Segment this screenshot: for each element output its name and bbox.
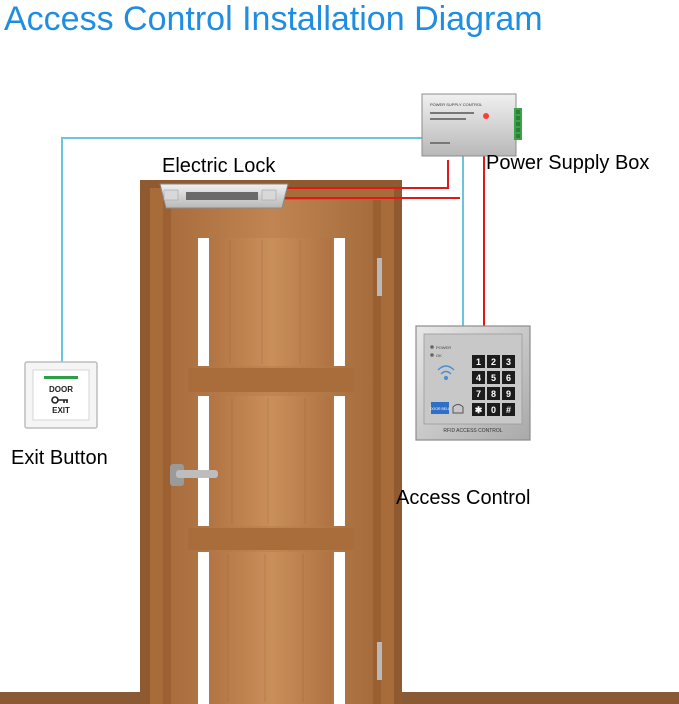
power-box-header: POWER SUPPLY CONTROL (430, 102, 483, 107)
door-glass-slit (334, 552, 345, 704)
door-hinge (377, 258, 382, 296)
door-handle (170, 464, 218, 486)
keypad-key-label: 7 (476, 389, 481, 399)
keypad-key (472, 355, 485, 368)
exit-led-strip (44, 376, 78, 379)
key-icon (51, 396, 68, 404)
keypad-status-power: POWER (436, 345, 451, 350)
exit-button-device: DOOR EXIT (24, 361, 98, 429)
exit-button-label: Exit Button (11, 447, 108, 469)
keypad-keys (472, 355, 515, 416)
door-glass-slit (198, 238, 209, 366)
door-panel (211, 396, 332, 526)
keypad-key-label: 3 (506, 357, 511, 367)
exit-button-wire (61, 137, 422, 362)
door (140, 180, 402, 704)
keypad-key (502, 387, 515, 400)
keypad-key (487, 387, 500, 400)
doorbell-button (431, 402, 449, 414)
keypad-key-label: 1 (476, 357, 481, 367)
page-title: Access Control Installation Diagram (4, 0, 543, 38)
doorbell-label: DOOR BELL (430, 407, 450, 411)
door-glass-slit (334, 238, 345, 366)
keypad-key-label: 9 (506, 389, 511, 399)
exit-button-text-door: DOOR (49, 385, 73, 394)
lock-power-wire (282, 160, 449, 189)
bell-icon (452, 404, 464, 414)
keypad-key-label: 4 (476, 373, 481, 383)
keypad-key-label: 5 (491, 373, 496, 383)
keypad-key (472, 371, 485, 384)
keypad-device: POWER OK DOOR BELL (415, 325, 531, 441)
keypad-key-label: 0 (491, 405, 496, 415)
door-panel (211, 552, 332, 704)
exit-button-text-exit: EXIT (52, 406, 70, 415)
keypad-key (487, 403, 500, 416)
power-supply-label: Power Supply Box (486, 152, 650, 174)
keypad-status-ok: OK (436, 353, 442, 358)
keypad-key (487, 371, 500, 384)
keypad-key (472, 387, 485, 400)
keypad-key (472, 403, 485, 416)
rfid-icon (437, 365, 455, 381)
electric-lock-device (159, 183, 289, 209)
keypad-key (502, 403, 515, 416)
keypad-key (502, 355, 515, 368)
power-indicator-icon (483, 113, 489, 119)
power-wires (282, 150, 485, 326)
keypad-key (487, 355, 500, 368)
door-panel (211, 238, 332, 366)
keypad-key-label: 6 (506, 373, 511, 383)
keypad-footer: RFID ACCESS CONTROL (443, 428, 502, 434)
door-hinge (377, 642, 382, 680)
keypad-key-label: 2 (491, 357, 496, 367)
power-supply-device: POWER SUPPLY CONTROL (421, 93, 522, 157)
access-control-label: Access Control (396, 487, 531, 509)
keypad-key-label: ✱ (475, 405, 483, 415)
keypad-key-label: 8 (491, 389, 496, 399)
door-glass-slit (198, 396, 209, 526)
data-wires (61, 137, 464, 362)
electric-lock-label: Electric Lock (162, 155, 276, 177)
door-glass-slit (334, 396, 345, 526)
door-glass-slit (198, 552, 209, 704)
keypad-key-label: # (506, 405, 511, 415)
keypad-key (502, 371, 515, 384)
